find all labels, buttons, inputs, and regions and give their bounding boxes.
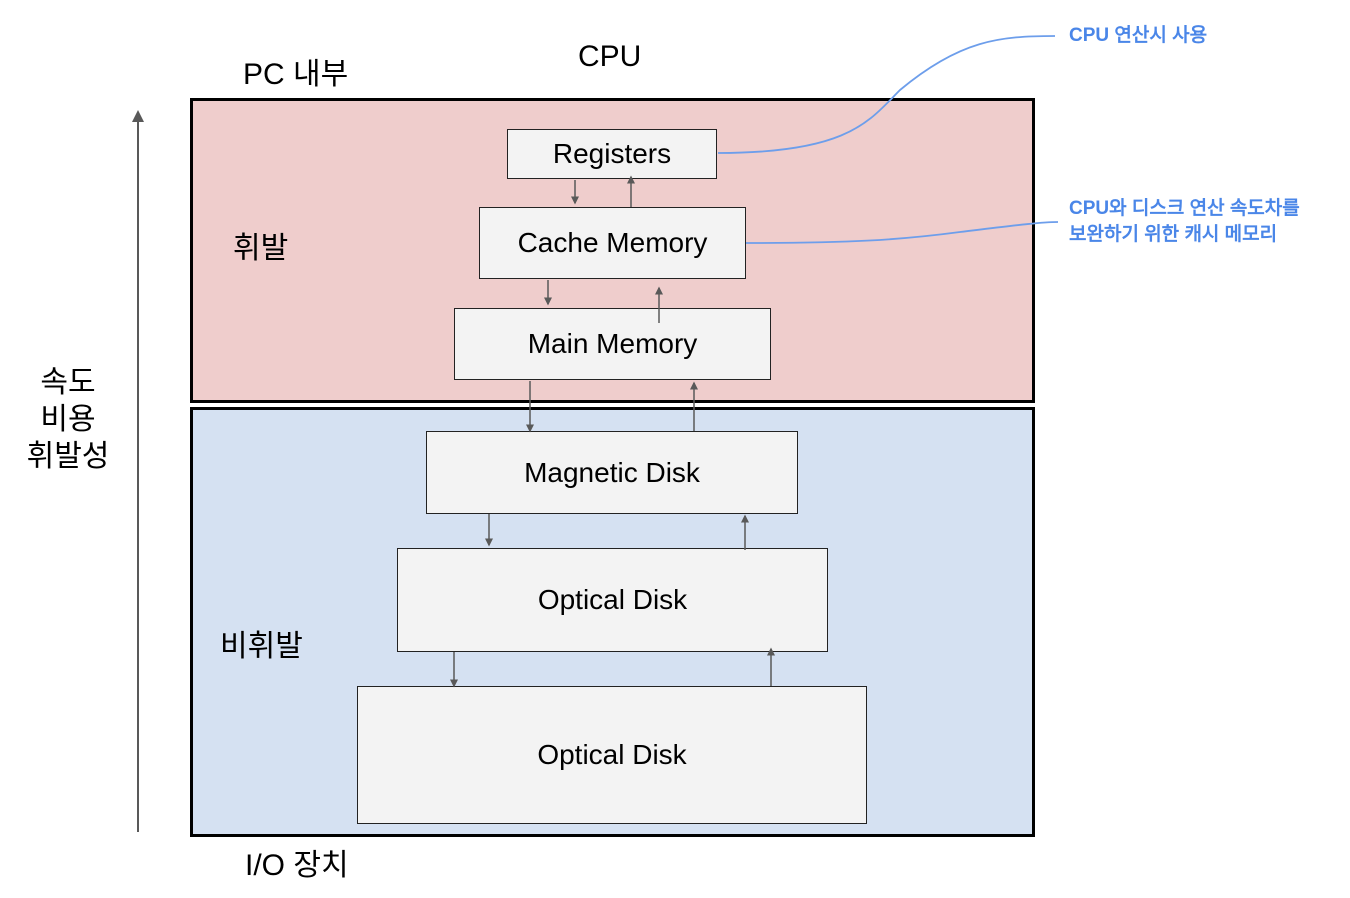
registers-note-connector xyxy=(717,35,1056,154)
registers-note: CPU 연산시 사용 xyxy=(1069,25,1208,46)
optical-disk-box: Optical Disk xyxy=(397,548,828,652)
registers-box: Registers xyxy=(507,129,717,179)
optical-disk-box-bottom: Optical Disk xyxy=(357,686,867,824)
io-device-label: I/O 장치 xyxy=(245,849,349,882)
nonvolatile-label: 비휘발 xyxy=(220,630,303,663)
cache-memory-box: Cache Memory xyxy=(479,207,746,279)
cache-note-line1: CPU와 디스크 연산 속도차를 xyxy=(1069,198,1300,219)
axis-cost-label: 비용 xyxy=(40,403,96,436)
cpu-label: CPU xyxy=(578,40,642,73)
pc-internal-label: PC 내부 xyxy=(243,58,349,91)
main-memory-box: Main Memory xyxy=(454,308,771,380)
cache-note-connector xyxy=(745,221,1059,244)
axis-speed-label: 속도 xyxy=(40,366,96,399)
axis-volatility-label: 휘발성 xyxy=(26,440,110,473)
cache-note-line2: 보완하기 위한 캐시 메모리 xyxy=(1069,224,1278,245)
magnetic-disk-box: Magnetic Disk xyxy=(426,431,798,514)
volatile-label: 휘발 xyxy=(233,232,289,265)
